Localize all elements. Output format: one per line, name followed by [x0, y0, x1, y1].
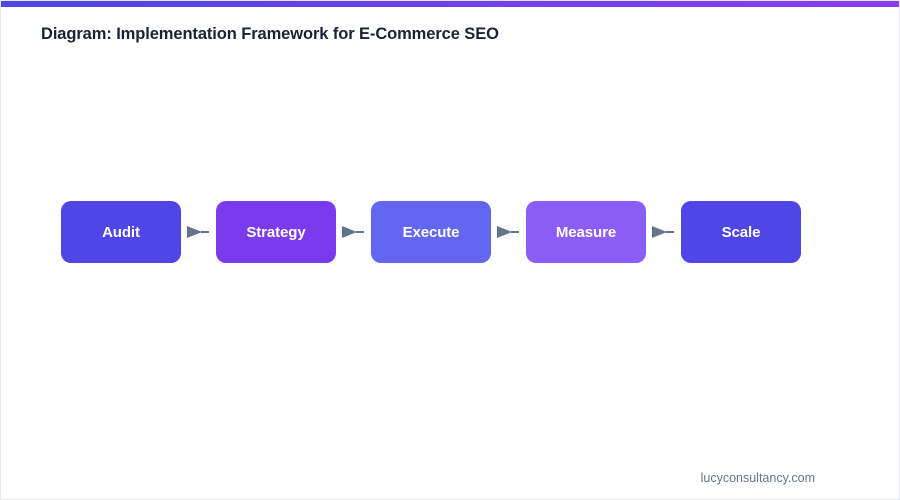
flow-node-measure[interactable]: Measure: [526, 201, 646, 263]
flow-node-strategy[interactable]: Strategy: [216, 201, 336, 263]
flow-connector-2: [336, 201, 371, 263]
arrow-right-icon: [651, 226, 674, 238]
flow-node-execute[interactable]: Execute: [371, 201, 491, 263]
flow-node-scale[interactable]: Scale: [681, 201, 801, 263]
flow-node-label: Scale: [721, 223, 761, 241]
arrow-right-icon: [186, 226, 209, 238]
source-attribution: lucyconsultancy.com: [700, 471, 815, 485]
flow-node-audit[interactable]: Audit: [61, 201, 181, 263]
flow-node-label: Strategy: [246, 223, 306, 241]
page-title: Diagram: Implementation Framework for E-…: [41, 25, 499, 43]
arrow-right-icon: [496, 226, 519, 238]
flow-connector-3: [491, 201, 526, 263]
flow-node-label: Measure: [555, 223, 617, 241]
process-flow: Audit Strategy Execute: [61, 201, 801, 263]
arrow-right-icon: [341, 226, 364, 238]
flow-node-label: Execute: [402, 223, 460, 241]
flow-connector-4: [646, 201, 681, 263]
accent-bar: [1, 1, 899, 7]
flow-connector-1: [181, 201, 216, 263]
flow-node-label: Audit: [102, 223, 140, 241]
